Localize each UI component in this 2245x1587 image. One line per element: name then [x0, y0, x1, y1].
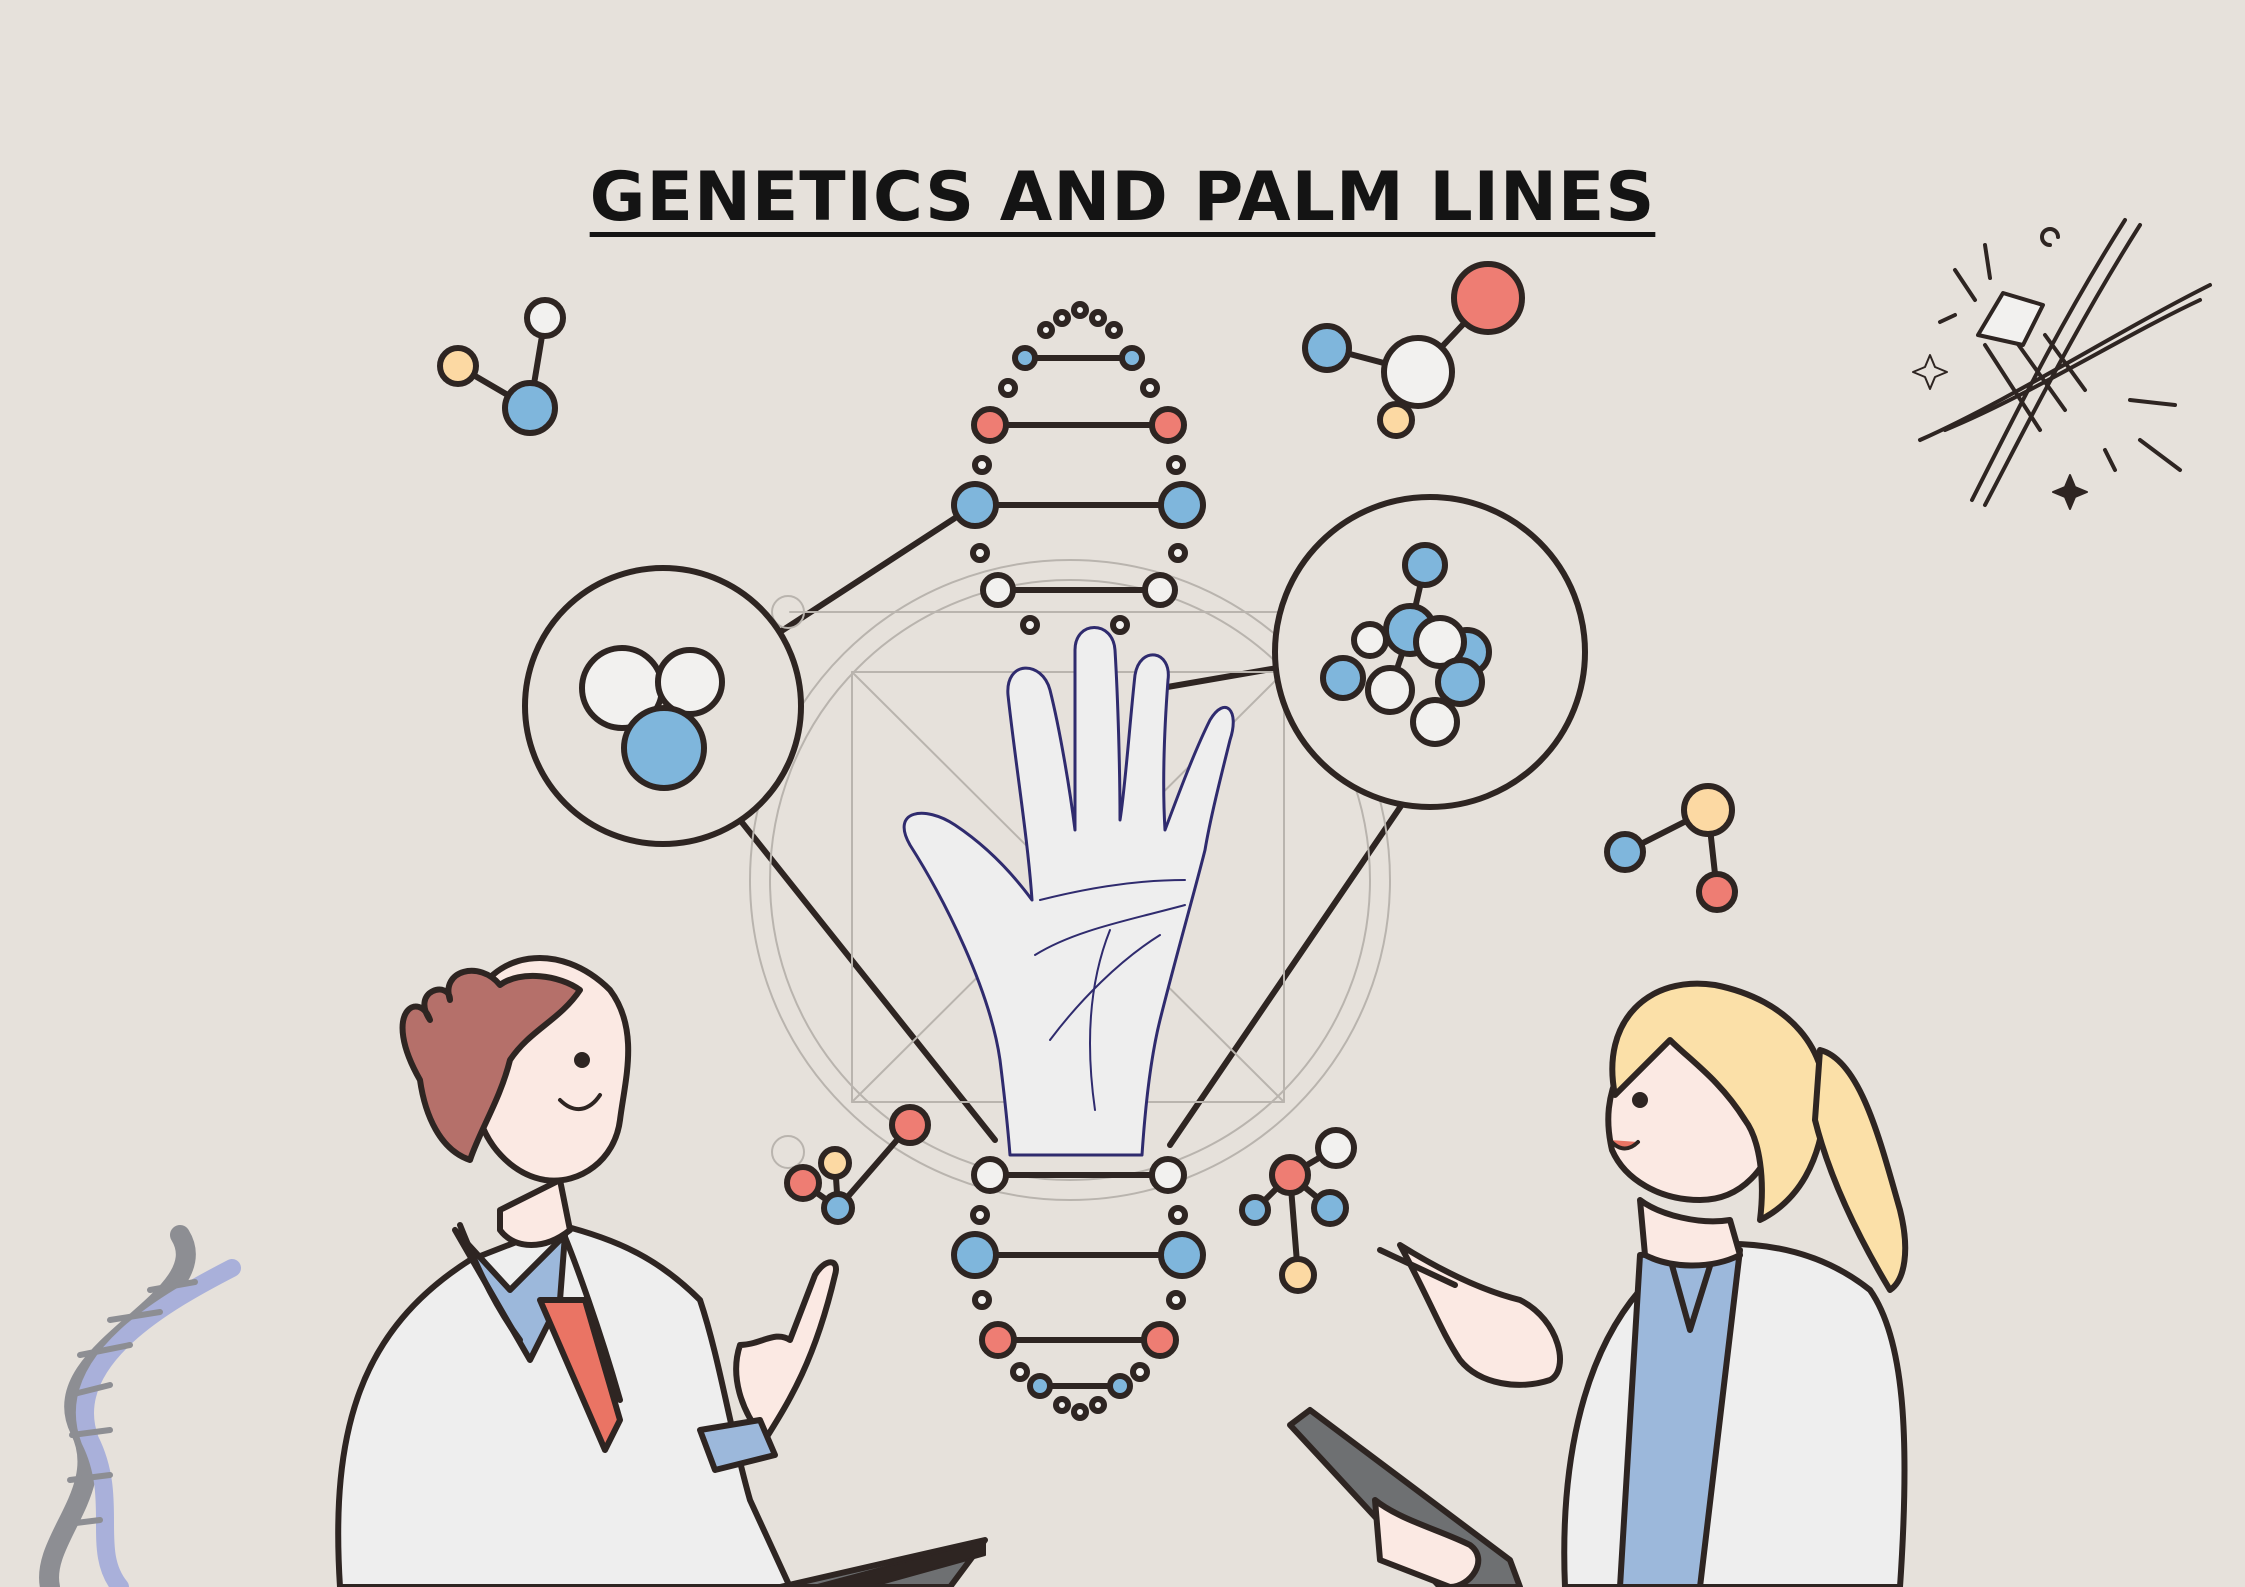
molecule-zoom-right	[1272, 494, 1588, 810]
molecule-icon	[1239, 1127, 1357, 1294]
dna-3d-icon	[39, 1225, 241, 1587]
connector-lines	[737, 502, 1408, 1148]
page-title: GENETICS AND PALM LINES	[589, 158, 1656, 237]
dna-ladder	[951, 301, 1206, 1421]
dna-sketch-icon	[1912, 218, 2212, 510]
molecule-icon	[784, 1104, 931, 1225]
molecule-zoom-left	[522, 565, 804, 847]
molecule-icon	[437, 297, 566, 436]
scientist-woman	[1287, 980, 1909, 1587]
scientist-man	[335, 955, 988, 1587]
hand-palm-icon	[902, 626, 1235, 1157]
molecule-icon	[1604, 783, 1738, 913]
molecule-icon	[1302, 261, 1525, 439]
